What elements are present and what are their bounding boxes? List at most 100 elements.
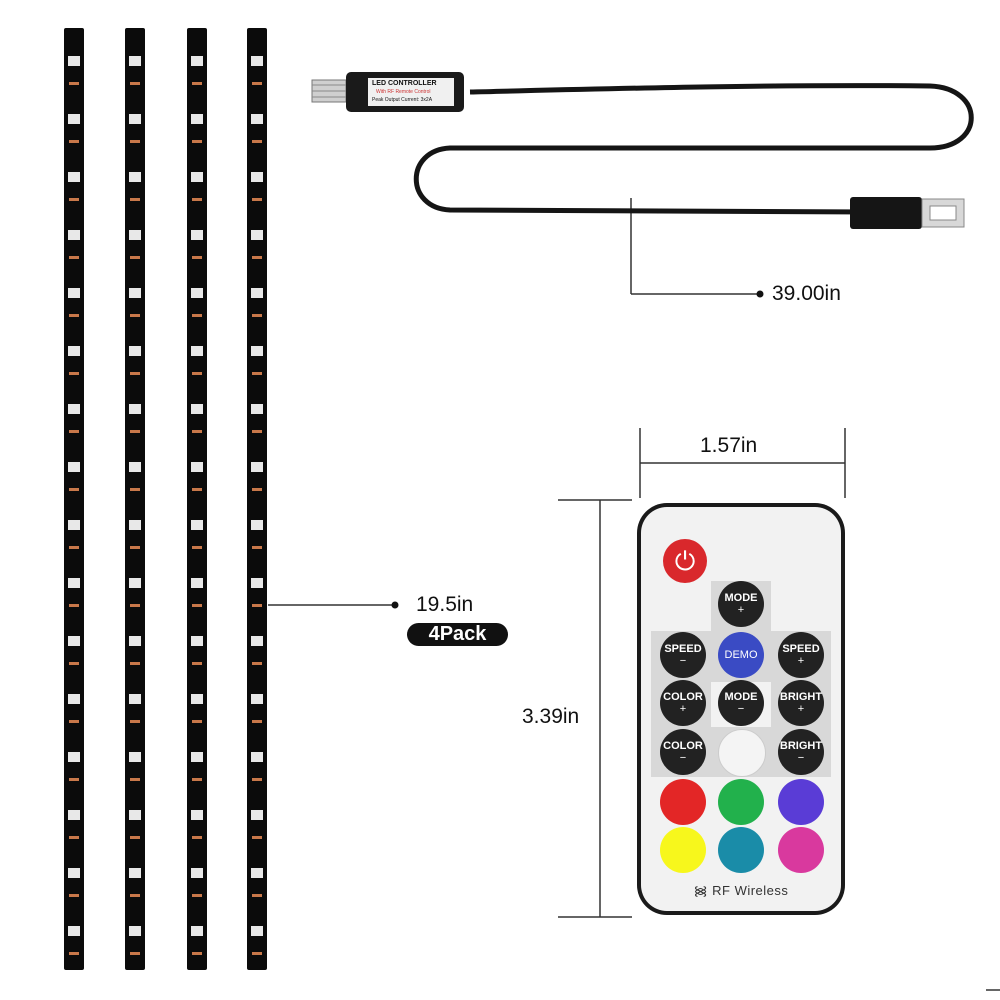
led-chip xyxy=(68,868,80,878)
led-chip xyxy=(129,636,141,646)
led-chip xyxy=(191,114,203,124)
solder-pad xyxy=(252,778,262,781)
cable-length-label: 39.00in xyxy=(772,282,841,305)
solder-pad xyxy=(192,952,202,955)
demo-button[interactable]: DEMO xyxy=(718,632,764,678)
led-chip xyxy=(191,520,203,530)
color-up-button[interactable]: COLOR+ xyxy=(660,680,706,726)
led-chip xyxy=(129,694,141,704)
led-chip xyxy=(191,926,203,936)
led-chip xyxy=(251,462,263,472)
solder-pad xyxy=(69,314,79,317)
led-chip xyxy=(129,520,141,530)
led-chips xyxy=(251,56,263,955)
led-chip xyxy=(191,346,203,356)
solder-pad xyxy=(130,662,140,665)
solder-pad xyxy=(252,488,262,491)
led-chip xyxy=(251,230,263,240)
solder-pad xyxy=(69,720,79,723)
solder-pad xyxy=(130,314,140,317)
led-chip xyxy=(68,114,80,124)
led-chip xyxy=(68,578,80,588)
solder-pad xyxy=(130,140,140,143)
teal-color-button[interactable] xyxy=(718,827,764,873)
solder-pad xyxy=(252,372,262,375)
blue-color-button[interactable] xyxy=(778,779,824,825)
remote-face: ⏻ MODE+ SPEED− DEMO SPEED+ COLOR+ MODE− … xyxy=(641,507,841,911)
solder-pad xyxy=(192,314,202,317)
color-down-button[interactable]: COLOR− xyxy=(660,729,706,775)
solder-pad xyxy=(130,778,140,781)
led-chip xyxy=(68,694,80,704)
led-chip xyxy=(129,56,141,66)
led-chip xyxy=(251,404,263,414)
yellow-color-button[interactable] xyxy=(660,827,706,873)
solder-pad xyxy=(192,488,202,491)
led-chip xyxy=(191,56,203,66)
wifi-signal-icon: ᯼ xyxy=(693,883,713,898)
led-chip xyxy=(191,288,203,298)
pack-count-badge: 4Pack xyxy=(407,623,508,646)
led-chip xyxy=(251,926,263,936)
led-chip xyxy=(191,230,203,240)
led-chip xyxy=(68,926,80,936)
solder-pad xyxy=(69,256,79,259)
solder-pad xyxy=(130,894,140,897)
solder-pad xyxy=(130,430,140,433)
led-chips xyxy=(68,56,80,955)
led-chip xyxy=(129,114,141,124)
mode-up-button[interactable]: MODE+ xyxy=(718,581,764,627)
led-chip xyxy=(251,172,263,182)
solder-pad xyxy=(130,546,140,549)
mode-down-button[interactable]: MODE− xyxy=(718,680,764,726)
led-chip xyxy=(129,868,141,878)
speed-down-button[interactable]: SPEED− xyxy=(660,632,706,678)
led-chip xyxy=(251,694,263,704)
led-chip xyxy=(191,868,203,878)
solder-pad xyxy=(192,604,202,607)
solder-pad xyxy=(252,256,262,259)
solder-pad xyxy=(192,82,202,85)
solder-pad xyxy=(69,198,79,201)
led-chip xyxy=(68,346,80,356)
led-chips xyxy=(191,56,203,955)
solder-pad xyxy=(130,488,140,491)
controller-title: LED CONTROLLER xyxy=(372,80,437,87)
solder-pad xyxy=(252,430,262,433)
green-color-button[interactable] xyxy=(718,779,764,825)
solder-pad xyxy=(192,894,202,897)
solder-pad xyxy=(252,952,262,955)
bright-down-button[interactable]: BRIGHT− xyxy=(778,729,824,775)
led-chip xyxy=(251,636,263,646)
power-button[interactable]: ⏻ xyxy=(663,539,707,583)
power-icon: ⏻ xyxy=(674,546,696,576)
bright-up-button[interactable]: BRIGHT+ xyxy=(778,680,824,726)
led-chip xyxy=(68,636,80,646)
strip-length-label: 19.5in xyxy=(416,593,474,616)
solder-pad xyxy=(69,952,79,955)
white-color-button[interactable] xyxy=(718,729,766,777)
magenta-color-button[interactable] xyxy=(778,827,824,873)
led-chip xyxy=(251,578,263,588)
solder-pad xyxy=(192,372,202,375)
solder-pad xyxy=(130,720,140,723)
led-chip xyxy=(129,288,141,298)
solder-pad xyxy=(252,894,262,897)
rf-remote: ⏻ MODE+ SPEED− DEMO SPEED+ COLOR+ MODE− … xyxy=(637,503,845,915)
led-chip xyxy=(129,172,141,182)
rf-wireless-label: ᯼ RF Wireless xyxy=(693,883,789,898)
solder-pad xyxy=(69,488,79,491)
led-chip xyxy=(68,56,80,66)
led-chip xyxy=(129,346,141,356)
solder-pad xyxy=(192,198,202,201)
red-color-button[interactable] xyxy=(660,779,706,825)
led-chip xyxy=(129,462,141,472)
led-chip xyxy=(251,114,263,124)
speed-up-button[interactable]: SPEED+ xyxy=(778,632,824,678)
led-chip xyxy=(129,578,141,588)
led-chip xyxy=(251,56,263,66)
led-chip xyxy=(68,404,80,414)
solder-pad xyxy=(252,140,262,143)
led-chip xyxy=(251,346,263,356)
led-chip xyxy=(129,810,141,820)
